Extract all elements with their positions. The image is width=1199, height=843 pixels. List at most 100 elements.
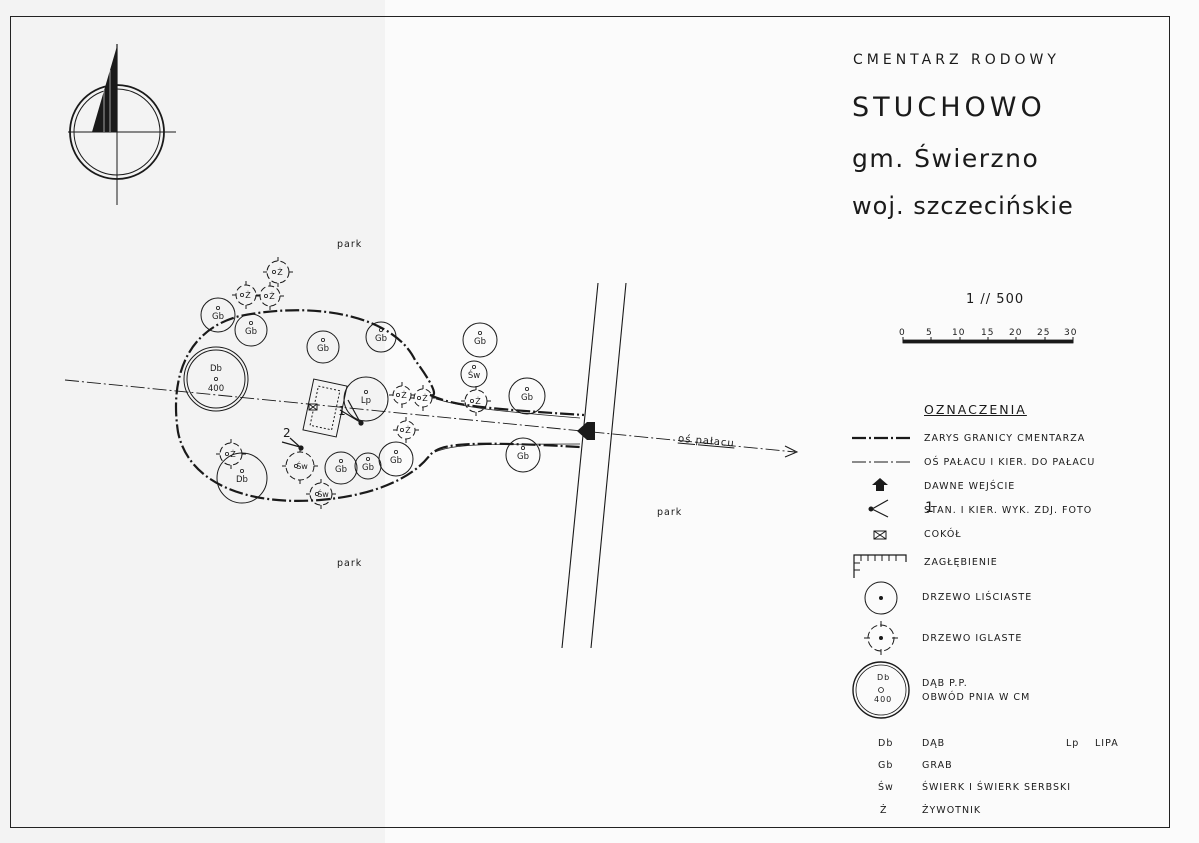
tree-trunk-dot (213, 376, 218, 381)
conifer-tree-icon (259, 285, 281, 307)
tree-code: Gb (362, 463, 374, 473)
conifer-tree-icon (219, 442, 243, 466)
tree-trunk-dot (416, 395, 421, 400)
tree-code: Gb (317, 344, 329, 354)
abbr-name: DĄB (922, 738, 946, 749)
tree-code: Gb (517, 452, 529, 462)
conifer-tree-icon (309, 482, 333, 506)
conifer-tree-icon (392, 385, 412, 405)
deciduous-tree-icon (508, 377, 546, 415)
scale-tick-label: 5 (926, 328, 933, 338)
title-wojewodztwo: woj. szczecińskie (852, 192, 1074, 220)
tree-trunk-dot (263, 293, 268, 298)
tree-girth-value: 400 (208, 384, 224, 394)
tree-trunk-dot (320, 337, 325, 342)
tree-code: Gb (521, 393, 533, 403)
deciduous-tree-icon (306, 330, 340, 364)
legend-label-photo: STAN. I KIER. WYK. ZDJ. FOTO (924, 505, 1093, 516)
tree-trunk-dot (239, 468, 244, 473)
north-arrow-icon (68, 44, 176, 205)
tree-trunk-dot (224, 451, 229, 456)
tree-trunk-dot (525, 386, 530, 391)
map-label-park: park (657, 507, 683, 518)
tree-code: Gb (335, 465, 347, 475)
tree-group-deciduous (183, 297, 546, 504)
legend-oak-girth-value: 400 (874, 695, 893, 704)
tree-code: Św (317, 488, 329, 499)
map-label-park: park (337, 558, 363, 569)
tree-trunk-dot (338, 458, 343, 463)
road (561, 282, 627, 649)
tree-trunk-dot (477, 330, 482, 335)
map-label-park: park (337, 239, 363, 250)
abbr-code: Św (878, 782, 894, 793)
deciduous-tree-icon (354, 452, 382, 480)
legend-label-conifer: DRZEWO IGLASTE (922, 633, 1023, 644)
tree-trunk-dot (395, 392, 400, 397)
tree-code: Ż (475, 396, 481, 406)
scale-tick-label: 25 (1037, 328, 1051, 338)
tree-trunk-dot (363, 389, 368, 394)
conifer-tree-icon (235, 284, 257, 306)
conifer-tree-icon (464, 389, 488, 413)
tree-trunk-dot (248, 320, 253, 325)
tree-code: Św (296, 460, 308, 471)
tree-code: Gb (375, 334, 387, 344)
abbr-code: Db (878, 738, 894, 749)
title-gmina: gm. Świerzno (852, 144, 1040, 173)
tree-code: Ż (245, 290, 251, 300)
tree-code: Św (468, 369, 480, 381)
photo-station-icon (281, 399, 364, 451)
legend-label-axis: OŚ PAŁACU I KIER. DO PAŁACU (924, 457, 1096, 468)
tree-trunk-dot (271, 269, 276, 274)
cemetery-boundary (174, 309, 585, 502)
legend-symbols (852, 436, 910, 719)
tree-trunk-dot (399, 427, 404, 432)
legend-photo-number: 1 (925, 500, 934, 516)
legend-label-depression: ZAGŁĘBIENIE (924, 557, 998, 568)
tree-code: Ż (405, 425, 411, 435)
conifer-tree-icon (396, 420, 416, 440)
legend-label-deciduous: DRZEWO LIŚCIASTE (922, 592, 1033, 603)
tree-trunk-dot (471, 364, 476, 369)
deciduous-tree-icon (200, 297, 236, 333)
title-cmentarz: CMENTARZ RODOWY (853, 52, 1060, 68)
legend-oak-code: Db (877, 673, 891, 682)
legend-heading: OZNACZENIA (924, 402, 1027, 417)
abbr-code: Lp (1066, 738, 1080, 749)
paper-background (385, 0, 1199, 843)
scale-tick-label: 30 (1064, 328, 1078, 338)
tree-trunk-dot (469, 398, 474, 403)
tree-trunk-dot (239, 292, 244, 297)
deciduous-tree-icon (183, 346, 249, 412)
tree-code: Ż (269, 291, 275, 301)
scale-tick-label: 10 (952, 328, 966, 338)
legend-label-boundary: ZARYS GRANICY CMENTARZA (924, 433, 1086, 444)
tree-code: Lp (361, 396, 371, 406)
abbr-name: ŻYWOTNIK (922, 805, 982, 816)
tree-code: Gb (390, 456, 402, 466)
title-place: STUCHOWO (852, 92, 1046, 123)
conifer-tree-icon (413, 388, 433, 408)
tree-trunk-dot (293, 463, 298, 468)
tree-trunk-dot (378, 327, 383, 332)
tree-group-conifer (216, 257, 491, 509)
legend-label-oak-girth: OBWÓD PNIA W CM (922, 692, 1031, 703)
conifer-tree-icon (266, 260, 290, 284)
legend-label-plinth: COKÓŁ (924, 529, 962, 540)
legend-label-oak: DĄB P.P. (922, 678, 968, 689)
legend-label-entrance: DAWNE WEJŚCIE (924, 481, 1016, 492)
tree-code: Db (210, 364, 222, 374)
tree-trunk-dot (393, 449, 398, 454)
abbr-code: Gb (878, 760, 894, 771)
tree-trunk-dot (365, 456, 370, 461)
abbr-name: GRAB (922, 760, 953, 771)
abbr-name: ŚWIERK I ŚWIERK SERBSKI (922, 782, 1072, 793)
tree-code: Gb (474, 337, 486, 347)
plinth-icon (302, 378, 348, 438)
tree-trunk-dot (521, 445, 526, 450)
tree-code: Ż (277, 267, 283, 277)
tree-code: Gb (245, 327, 257, 337)
tree-code: Ż (422, 393, 428, 403)
